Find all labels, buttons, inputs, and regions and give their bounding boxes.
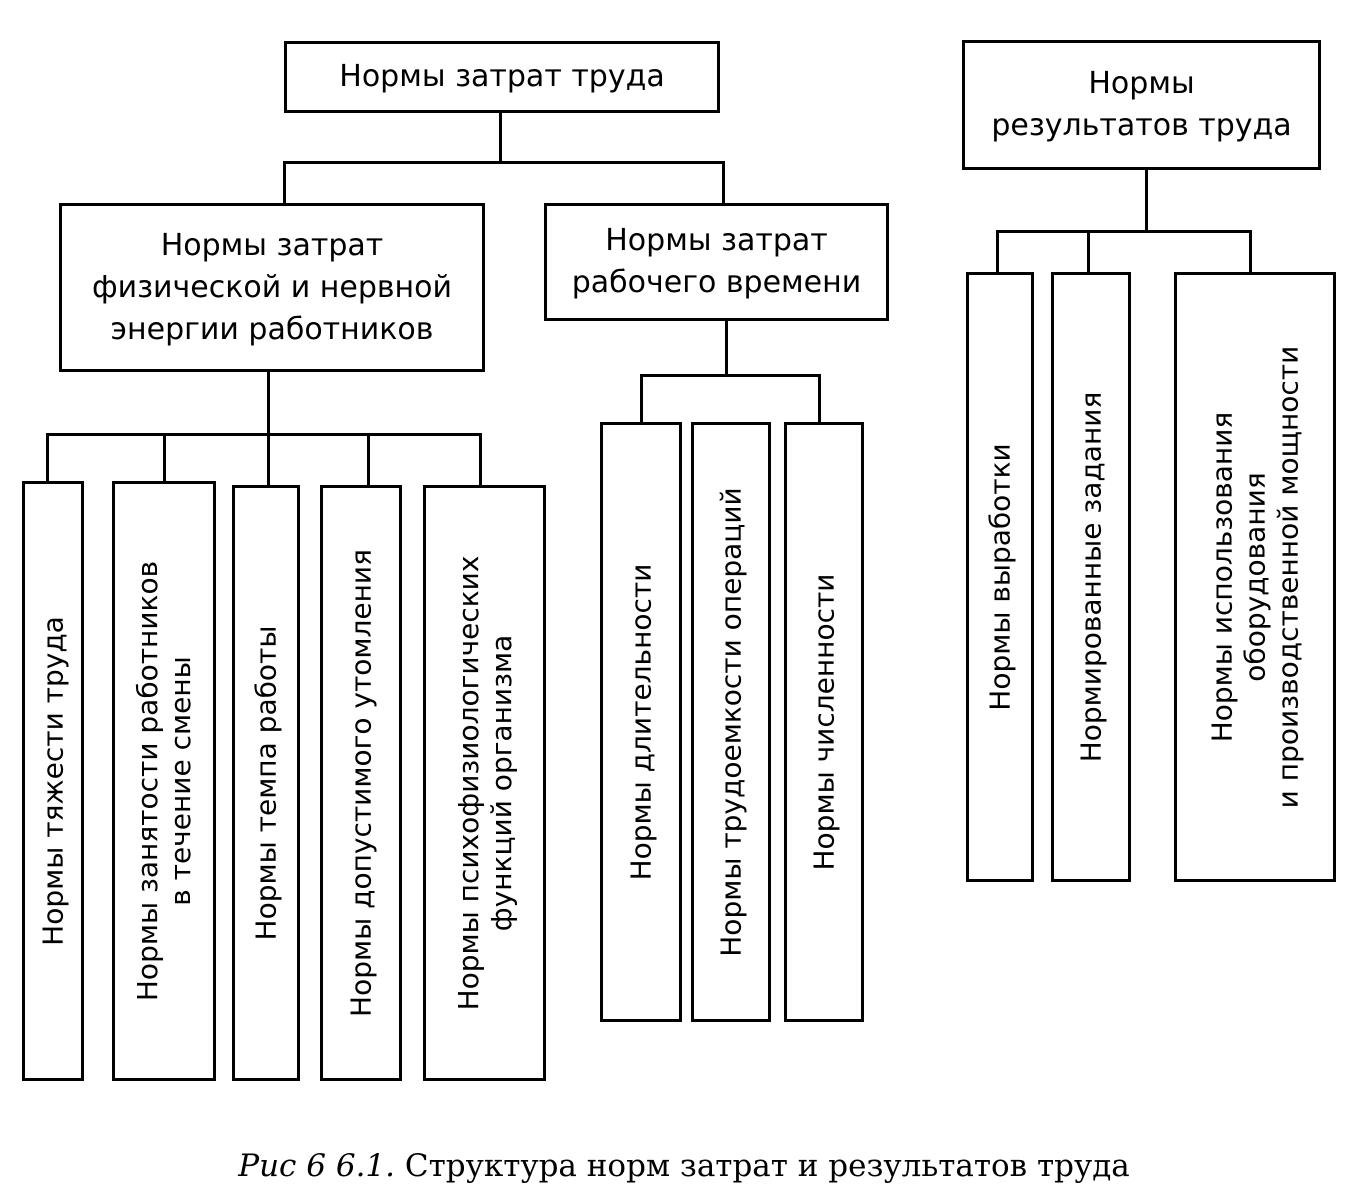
headcount-norms-box: Нормы численности: [784, 422, 864, 1022]
output-norms-label: Нормы выработки: [983, 443, 1017, 711]
connector-line: [640, 374, 821, 377]
connector-line: [996, 230, 999, 274]
fatigue-norms-box: Нормы допустимого утомления: [320, 485, 402, 1081]
psycho-norms-box: Нормы психофизиологических функций орган…: [423, 485, 546, 1081]
duration-norms-box: Нормы длительности: [600, 422, 682, 1022]
connector-line: [479, 433, 482, 487]
equipment-norms-label: Нормы использования оборудования и произ…: [1205, 345, 1305, 809]
connector-line: [640, 374, 643, 424]
labor-intensity-norms-label: Нормы трудоемкости операций: [714, 487, 748, 957]
duration-norms-label: Нормы длительности: [624, 563, 658, 881]
connector-line: [267, 370, 270, 488]
tasks-norms-box: Нормированные задания: [1051, 272, 1131, 882]
severity-norms-box: Нормы тяжести труда: [22, 481, 84, 1081]
employment-norms-label: Нормы занятости работников в течение сме…: [130, 560, 197, 1002]
figure-caption: Рис 6 6.1. Структура норм затрат и резул…: [0, 1148, 1368, 1184]
connector-line: [996, 230, 1252, 233]
connector-line: [283, 161, 286, 205]
pace-norms-box: Нормы темпа работы: [232, 485, 300, 1081]
connector-line: [163, 433, 166, 483]
pace-norms-label: Нормы темпа работы: [249, 625, 283, 941]
equipment-norms-box: Нормы использования оборудования и произ…: [1174, 272, 1336, 882]
connector-line: [1087, 230, 1090, 274]
connector-line: [818, 374, 821, 424]
labor-result-norms-label: Нормы результатов труда: [991, 66, 1292, 143]
work-time-norms-label: Нормы затрат рабочего времени: [571, 223, 862, 300]
connector-line: [46, 433, 49, 483]
labor-result-norms-box: Нормы результатов труда: [962, 40, 1321, 170]
labor-intensity-norms-box: Нормы трудоемкости операций: [691, 422, 771, 1022]
energy-norms-label: Нормы затрат физической и нервной энерги…: [91, 227, 453, 347]
connector-line: [725, 318, 728, 376]
figure-number: Рис 6 6.1.: [238, 1148, 396, 1184]
tasks-norms-label: Нормированные задания: [1074, 391, 1108, 763]
employment-norms-box: Нормы занятости работников в течение сме…: [112, 481, 216, 1081]
connector-line: [367, 433, 370, 487]
work-time-norms-box: Нормы затрат рабочего времени: [544, 203, 889, 321]
labor-cost-norms-label: Нормы затрат труда: [339, 59, 665, 94]
labor-cost-norms-box: Нормы затрат труда: [284, 41, 720, 113]
headcount-norms-label: Нормы численности: [807, 573, 841, 871]
connector-line: [1249, 230, 1252, 274]
connector-line: [499, 111, 502, 163]
connector-line: [283, 161, 725, 164]
connector-line: [722, 161, 725, 205]
connector-line: [46, 433, 482, 436]
output-norms-box: Нормы выработки: [966, 272, 1034, 882]
energy-norms-box: Нормы затрат физической и нервной энерги…: [59, 203, 485, 372]
severity-norms-label: Нормы тяжести труда: [36, 616, 70, 946]
figure-caption-text: Структура норм затрат и результатов труд…: [404, 1148, 1130, 1184]
connector-line: [1145, 168, 1148, 232]
fatigue-norms-label: Нормы допустимого утомления: [344, 549, 378, 1017]
psycho-norms-label: Нормы психофизиологических функций орган…: [451, 555, 518, 1011]
